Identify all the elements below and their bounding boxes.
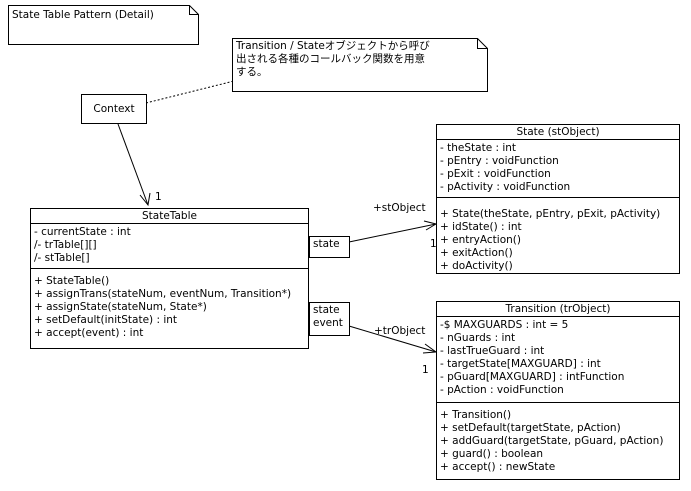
- context-association-line: [117, 123, 149, 206]
- state-operations: + State(theState, pEntry, pExit, pActivi…: [437, 198, 679, 276]
- attribute: - pAction : voidFunction: [440, 384, 564, 396]
- operation: + addGuard(targetState, pGuard, pAction): [440, 435, 664, 447]
- statetable-class[interactable]: StateTable - currentState : int /- trTab…: [30, 208, 309, 349]
- operation: + entryAction(): [440, 234, 521, 246]
- operation: + doActivity(): [440, 260, 513, 272]
- transition-class-name: Transition (trObject): [437, 302, 679, 317]
- folded-corner-icon: [8, 5, 199, 45]
- comment-text: Transition / Stateオブジェクトから呼び 出される各種のコールバ…: [236, 40, 430, 78]
- statetable-attributes: - currentState : int /- trTable[][] /- s…: [31, 224, 308, 269]
- statetable-operations: + StateTable() + assignTrans(stateNum, e…: [31, 269, 308, 343]
- state-class-name: State (stObject): [437, 125, 679, 140]
- operation: + accept() : newState: [440, 461, 556, 473]
- transition-operations: + Transition() + setDefault(targetState,…: [437, 403, 679, 477]
- folded-corner-icon: [232, 38, 488, 92]
- qualifier-label: event: [313, 317, 343, 329]
- attribute: - currentState : int: [34, 226, 131, 238]
- context-arrowhead: [139, 192, 151, 207]
- transition-role-label: +trObject: [374, 325, 426, 337]
- attribute: - lastTrueGuard : int: [440, 345, 545, 357]
- transition-attributes: -$ MAXGUARDS : int = 5 - nGuards : int -…: [437, 317, 679, 403]
- attribute: - nGuards : int: [440, 332, 516, 344]
- transition-multiplicity: 1: [422, 364, 429, 376]
- operation: + assignState(stateNum, State*): [34, 301, 207, 313]
- operation: + Transition(): [440, 409, 512, 421]
- operation: + StateTable(): [34, 275, 110, 287]
- transition-qualifier[interactable]: state event: [309, 302, 350, 336]
- trans-association-line: [348, 325, 437, 353]
- note-link-line: [145, 79, 239, 104]
- attribute: /- trTable[][]: [34, 239, 97, 251]
- operation: + idState() : int: [440, 221, 522, 233]
- transition-class[interactable]: Transition (trObject) -$ MAXGUARDS : int…: [436, 301, 680, 480]
- statetable-class-name: StateTable: [31, 209, 308, 224]
- qualifier-label: state: [313, 304, 340, 316]
- attribute: - pEntry : voidFunction: [440, 155, 559, 167]
- comment-note: Transition / Stateオブジェクトから呼び 出される各種のコールバ…: [232, 38, 488, 92]
- attribute: - targetState[MAXGUARD] : int: [440, 358, 601, 370]
- state-class[interactable]: State (stObject) - theState : int - pEnt…: [436, 124, 680, 274]
- attribute: - theState : int: [440, 142, 517, 154]
- attribute: -$ MAXGUARDS : int = 5: [440, 319, 569, 331]
- operation: + guard() : boolean: [440, 448, 544, 460]
- frame-title-note: State Table Pattern (Detail): [8, 5, 199, 45]
- state-role-label: +stObject: [373, 202, 426, 214]
- attribute: - pActivity : voidFunction: [440, 181, 571, 193]
- state-attributes: - theState : int - pEntry : voidFunction…: [437, 140, 679, 198]
- context-multiplicity: 1: [155, 191, 162, 203]
- qualifier-label: state: [313, 238, 340, 250]
- operation: + assignTrans(stateNum, eventNum, Transi…: [34, 288, 292, 300]
- state-multiplicity: 1: [430, 238, 437, 250]
- operation: + exitAction(): [440, 247, 513, 259]
- attribute: /- stTable[]: [34, 252, 90, 264]
- operation: + State(theState, pEntry, pExit, pActivi…: [440, 208, 661, 220]
- attribute: - pExit : voidFunction: [440, 168, 551, 180]
- context-label: Context: [93, 103, 135, 115]
- attribute: - pGuard[MAXGUARD] : intFunction: [440, 371, 625, 383]
- frame-title: State Table Pattern (Detail): [12, 9, 154, 21]
- context-box[interactable]: Context: [81, 94, 147, 124]
- state-qualifier[interactable]: state: [309, 236, 350, 258]
- operation: + accept(event) : int: [34, 327, 144, 339]
- operation: + setDefault(initState) : int: [34, 314, 178, 326]
- operation: + setDefault(targetState, pAction): [440, 422, 621, 434]
- state-association-line: [348, 223, 437, 243]
